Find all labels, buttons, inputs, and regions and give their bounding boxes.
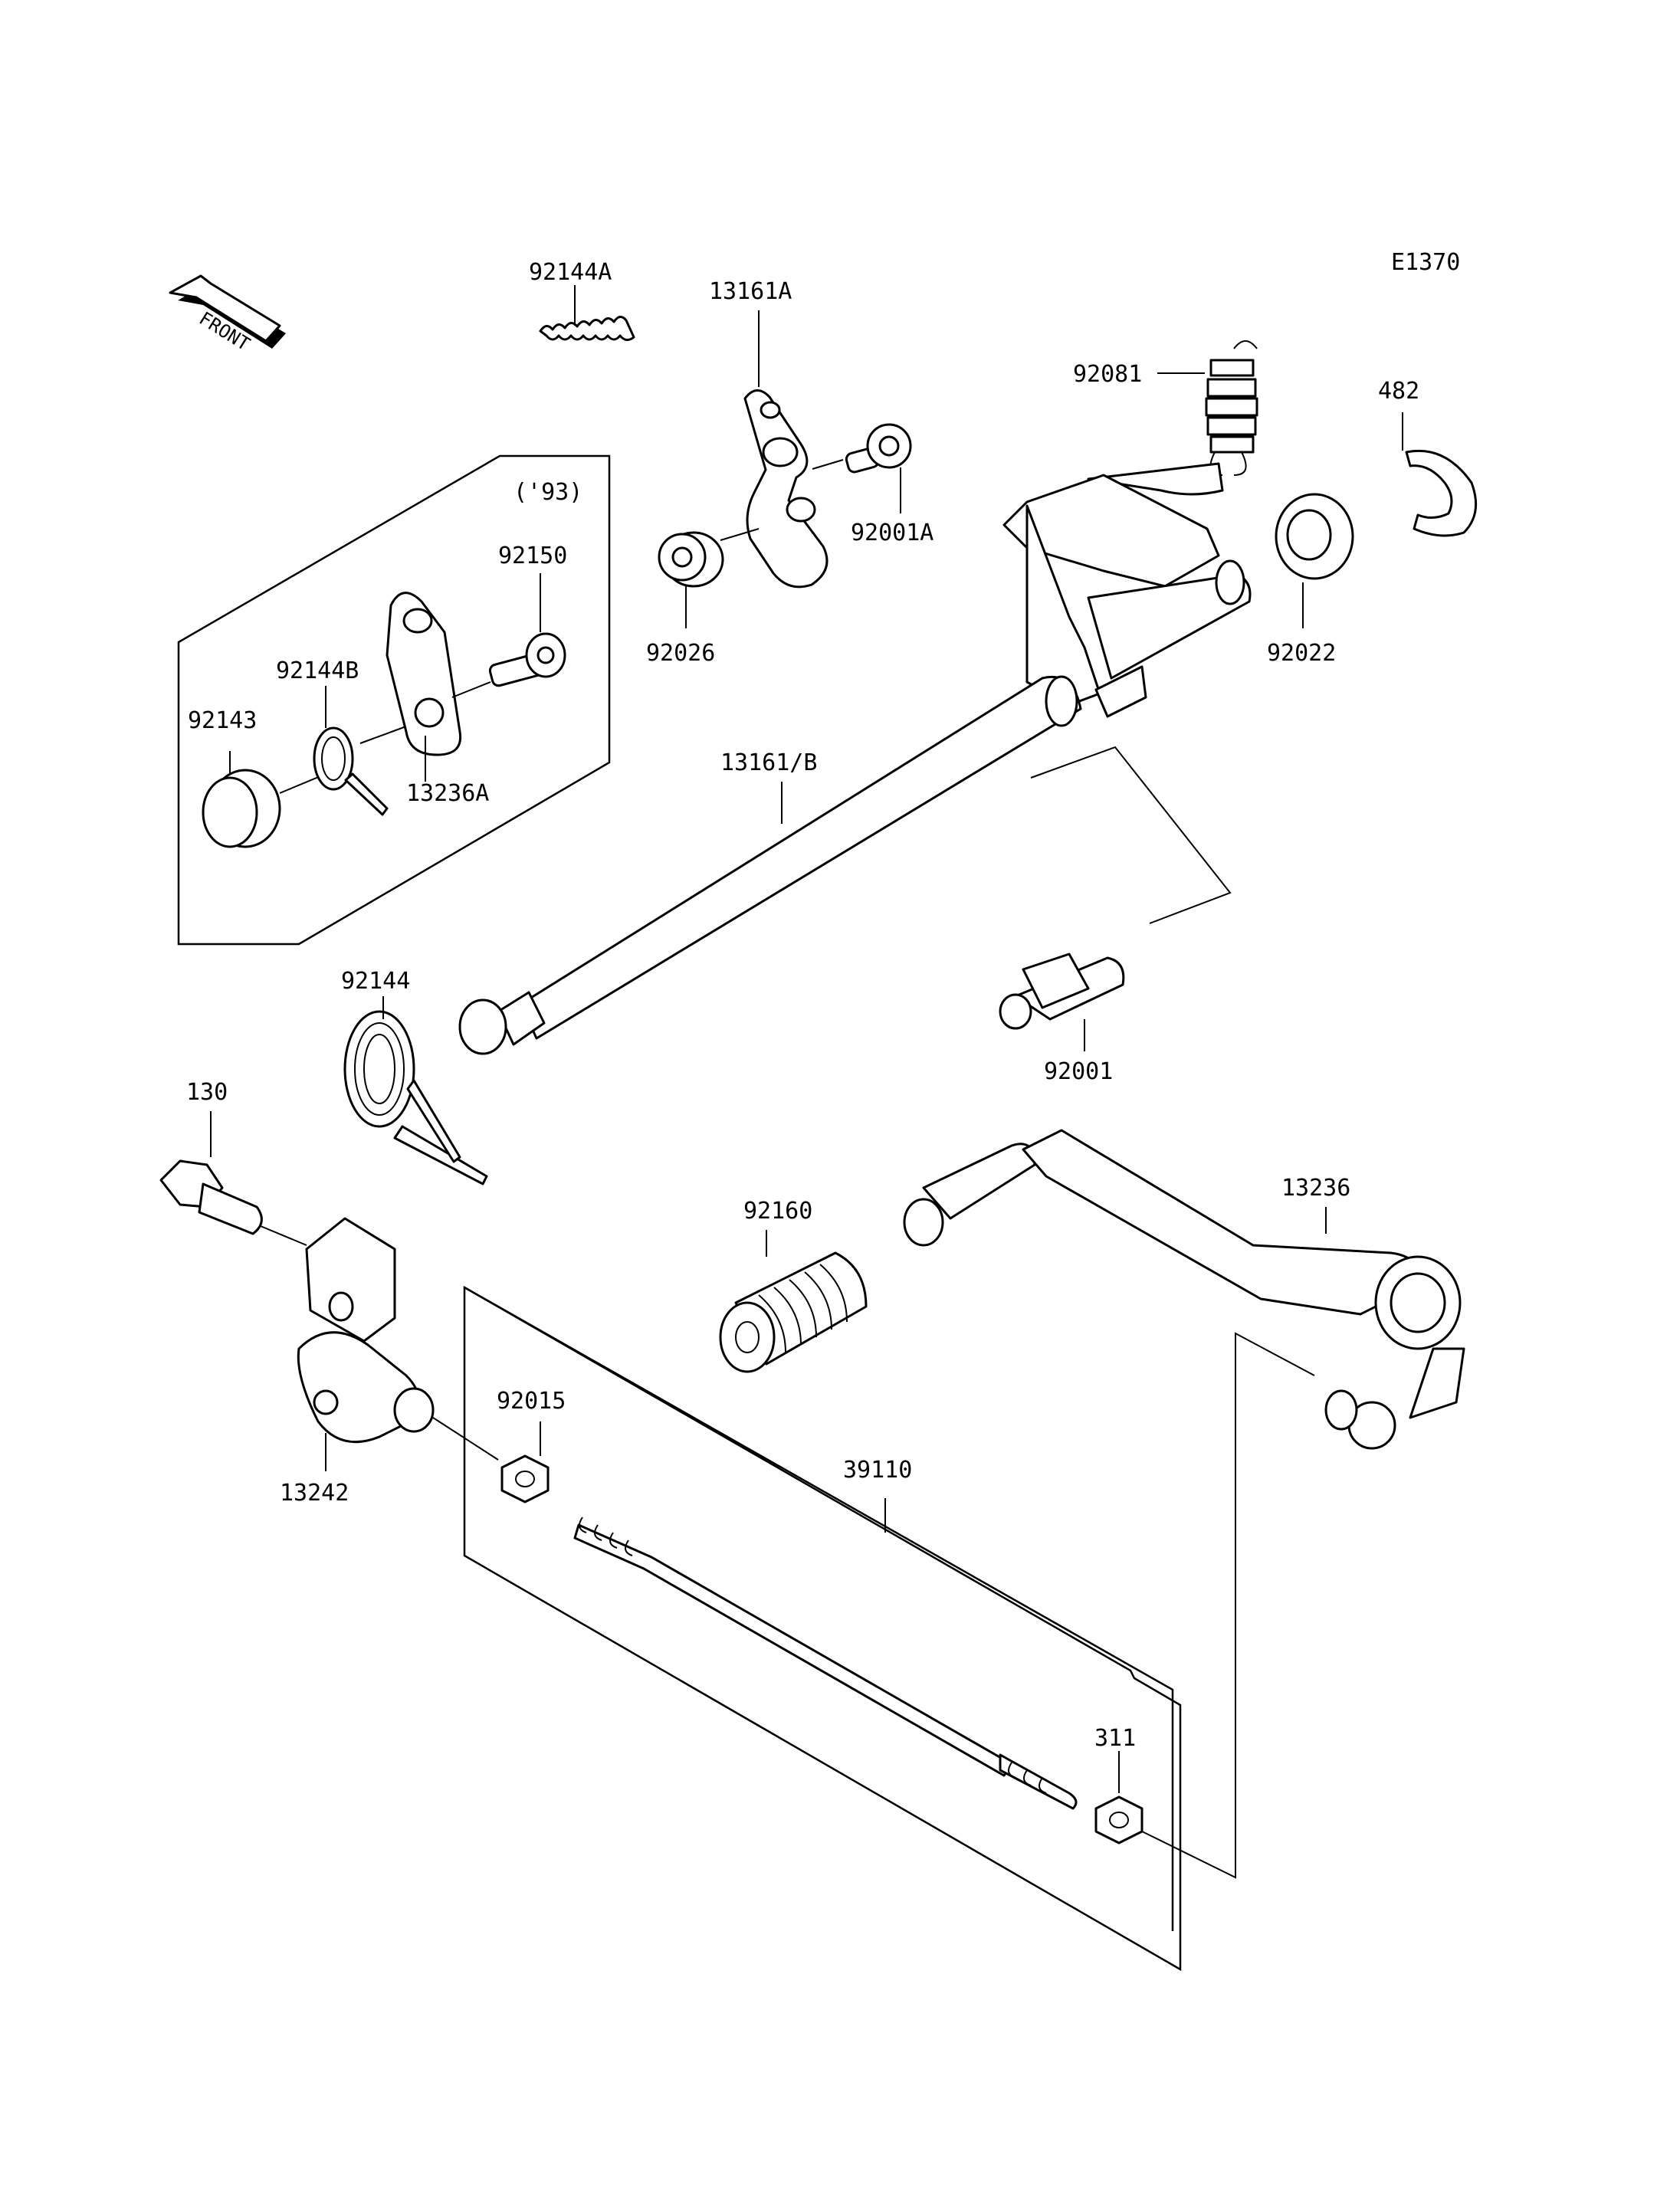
label-92160: 92160 bbox=[743, 1198, 812, 1225]
label-92150: 92150 bbox=[498, 543, 567, 569]
spring-92081 bbox=[1157, 340, 1258, 476]
diagram-code: E1370 bbox=[1391, 249, 1460, 276]
label-13161A: 13161A bbox=[709, 278, 792, 305]
stud-92001 bbox=[999, 953, 1125, 1051]
bolt-130 bbox=[159, 1111, 307, 1246]
inset-box-93 bbox=[177, 454, 611, 946]
label-92026: 92026 bbox=[646, 640, 715, 667]
label-92081: 92081 bbox=[1073, 361, 1142, 388]
label-13236A: 13236A bbox=[406, 780, 489, 807]
label-92015: 92015 bbox=[497, 1388, 566, 1415]
lever-13242 bbox=[297, 1217, 499, 1471]
bolt-92150 bbox=[451, 573, 566, 698]
label-92144A: 92144A bbox=[529, 259, 612, 286]
nut-311 bbox=[1094, 1751, 1144, 1844]
tie-rod-39110 bbox=[573, 1498, 1078, 1810]
front-arrow-icon: FRONT bbox=[169, 274, 286, 355]
pedal-13236 bbox=[903, 1129, 1465, 1879]
rubber-92160 bbox=[719, 1230, 868, 1373]
label-13161B: 13161/B bbox=[720, 749, 817, 776]
circlip-482 bbox=[1402, 412, 1478, 537]
collar-92026 bbox=[658, 528, 760, 628]
label-39110: 39110 bbox=[843, 1457, 912, 1484]
bolt-92001A bbox=[812, 423, 912, 513]
spring-92144A bbox=[539, 285, 635, 341]
washer-92022 bbox=[1275, 493, 1354, 628]
nut-92015 bbox=[500, 1421, 550, 1503]
label-92144: 92144 bbox=[341, 968, 410, 995]
collar-92143 bbox=[202, 751, 326, 848]
label-92001A: 92001A bbox=[851, 520, 934, 546]
spring-92144 bbox=[343, 996, 488, 1185]
label-92022: 92022 bbox=[1267, 640, 1336, 667]
label-311: 311 bbox=[1094, 1725, 1136, 1752]
label-130: 130 bbox=[186, 1079, 228, 1106]
inset-note: ('93) bbox=[514, 479, 582, 506]
spring-92144B bbox=[313, 686, 434, 816]
label-13236: 13236 bbox=[1281, 1175, 1350, 1202]
label-92001: 92001 bbox=[1044, 1058, 1113, 1085]
label-13242: 13242 bbox=[280, 1480, 349, 1507]
shift-shaft-13161B bbox=[458, 462, 1252, 1055]
arm-13161A bbox=[743, 310, 829, 589]
label-92144B: 92144B bbox=[276, 657, 359, 684]
arm-13236A bbox=[386, 592, 462, 782]
label-92143: 92143 bbox=[188, 707, 257, 734]
label-482: 482 bbox=[1378, 378, 1419, 405]
rod-assembly-box bbox=[463, 1285, 1182, 1972]
